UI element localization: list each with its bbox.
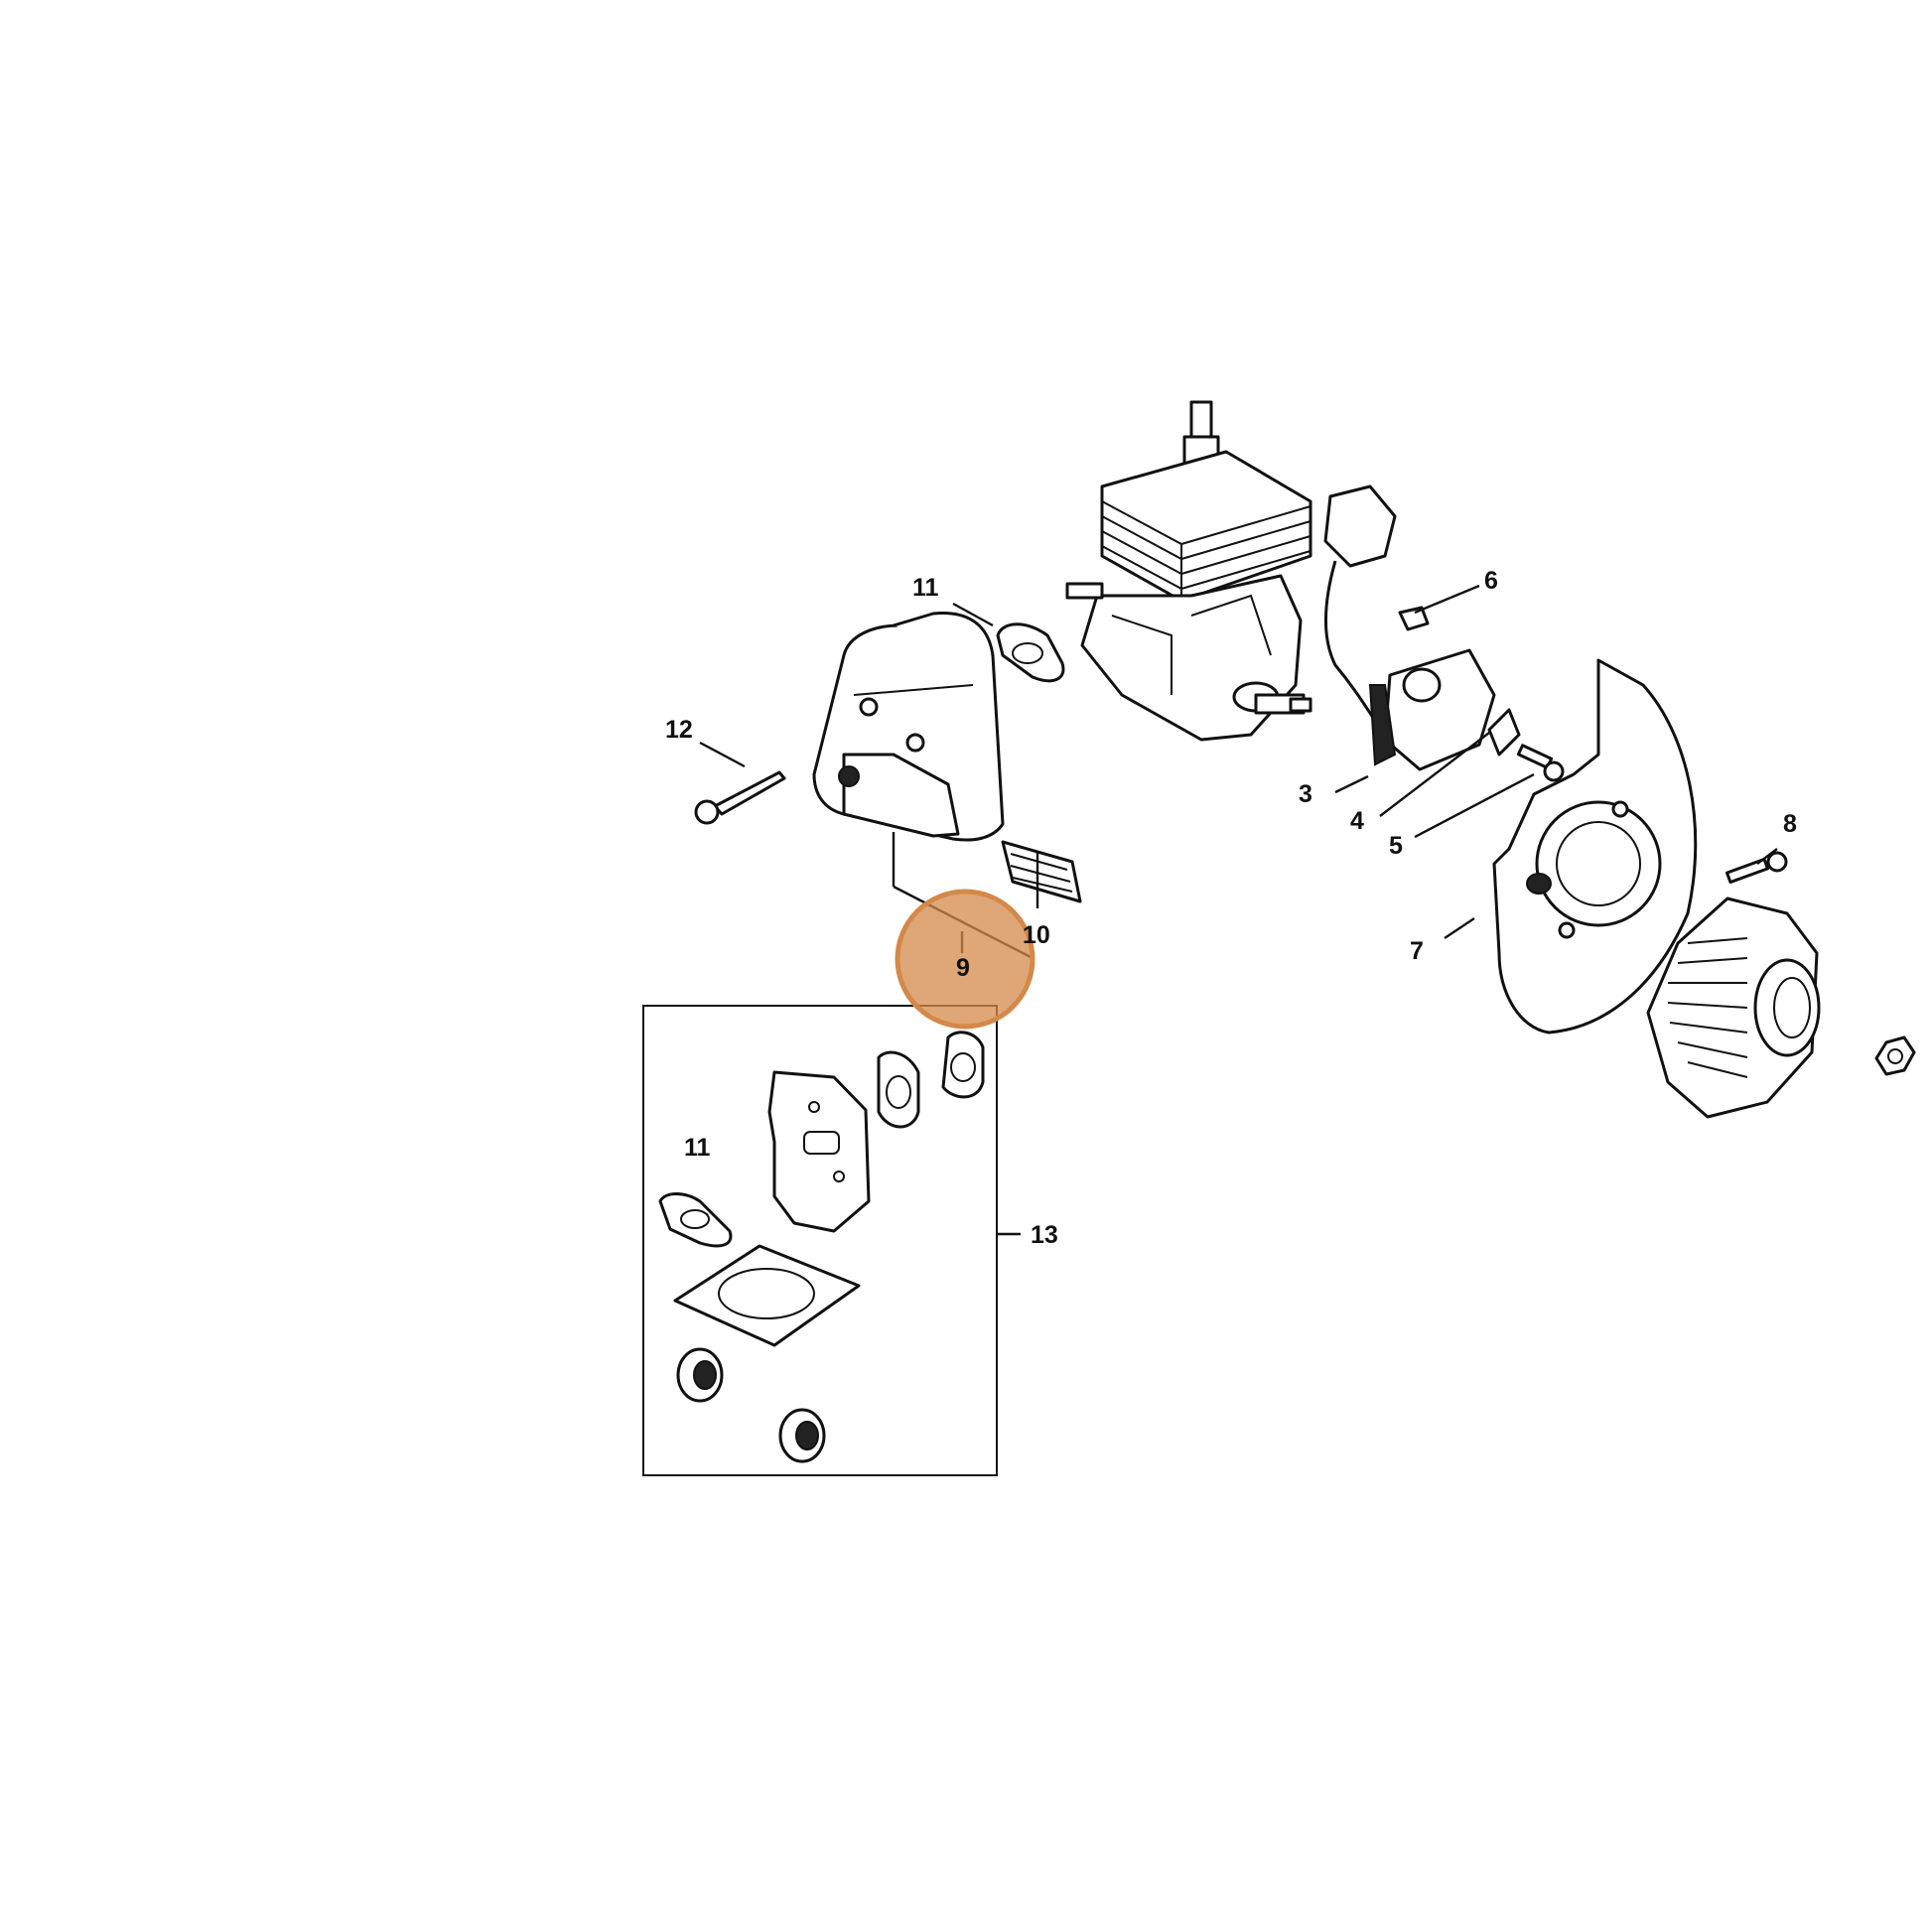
gasket-kit-box: [642, 1005, 998, 1476]
bracket-part-4: [1487, 708, 1521, 757]
fan-housing: [1492, 658, 1698, 1035]
callout-13[interactable]: 13: [1031, 1221, 1058, 1249]
screw-part-5: [1516, 744, 1565, 782]
callout-3[interactable]: 3: [1299, 780, 1312, 808]
muffler: [812, 612, 1005, 842]
screw-part-12: [694, 770, 786, 825]
callout-4[interactable]: 4: [1350, 807, 1364, 835]
spark-arrestor-screen: [1001, 840, 1082, 903]
flywheel-nut: [1874, 1035, 1916, 1076]
callout-6[interactable]: 6: [1484, 567, 1498, 595]
callout-7[interactable]: 7: [1410, 937, 1424, 965]
callout-8[interactable]: 8: [1783, 810, 1797, 838]
flywheel: [1646, 897, 1821, 1119]
screw-part-8: [1725, 851, 1788, 885]
callout-9[interactable]: 9: [956, 954, 970, 982]
highlight-marker: [895, 889, 1035, 1030]
callout-10[interactable]: 10: [1023, 921, 1050, 949]
callout-11-kit[interactable]: 11: [684, 1134, 711, 1162]
callout-11-top[interactable]: 11: [912, 574, 939, 602]
callout-labels: 3 4 5 6 7 8 9 10 11 11 12 13: [665, 567, 1797, 1249]
callout-12[interactable]: 12: [665, 716, 693, 744]
ignition-coil: [1323, 484, 1496, 771]
clip-part-6: [1398, 606, 1430, 631]
gasket-part-11-top: [996, 622, 1065, 683]
callout-5[interactable]: 5: [1389, 832, 1403, 860]
engine-cylinder: [1065, 400, 1312, 742]
